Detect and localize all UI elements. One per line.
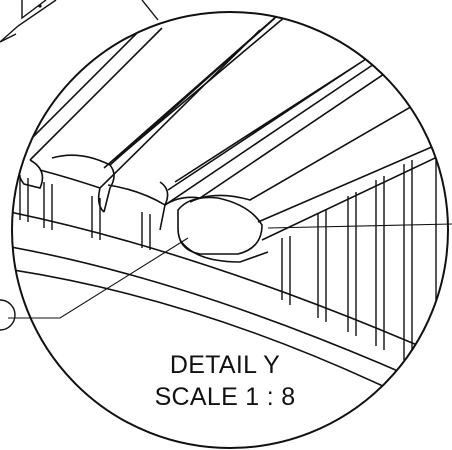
board-4-end <box>177 196 263 255</box>
balloon-arc-left <box>0 299 16 331</box>
right-leader <box>267 223 452 229</box>
outside-elements <box>0 0 452 331</box>
slats-right <box>281 148 437 374</box>
seat-boards <box>16 12 448 263</box>
slats-left <box>19 175 151 250</box>
detail-title: DETAIL Y <box>169 351 281 379</box>
board-1 <box>16 19 163 189</box>
left-leader <box>8 237 189 319</box>
detail-scale: SCALE 1 : 8 <box>154 383 296 411</box>
board-2 <box>39 17 276 213</box>
box-dot <box>38 4 42 8</box>
detail-circle <box>11 11 449 449</box>
top-leader <box>141 0 159 21</box>
board-3 <box>103 12 381 231</box>
frame-curve-2 <box>12 244 448 396</box>
box-fragment <box>0 0 57 43</box>
